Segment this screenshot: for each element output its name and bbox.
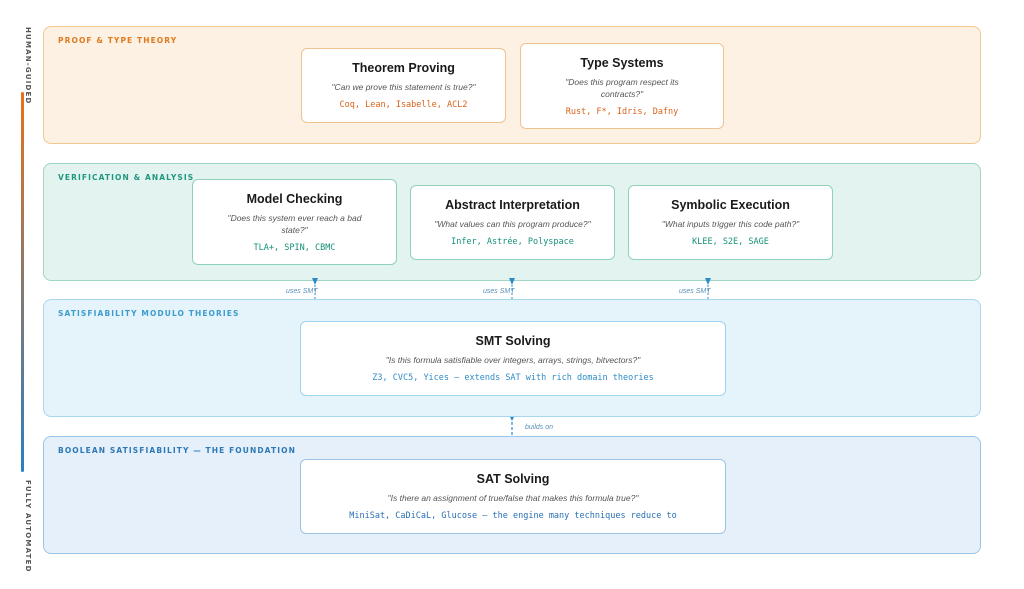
layer-title-proof: PROOF & TYPE THEORY xyxy=(58,36,178,45)
card-tools: TLA+, SPIN, CBMC xyxy=(253,243,336,253)
uses-smt-label: uses SMT xyxy=(483,288,515,295)
layer-title-sat: BOOLEAN SATISFIABILITY — THE FOUNDATION xyxy=(58,446,296,455)
card-question: "Can we prove this statement is true?" xyxy=(331,82,476,92)
card-tools: Z3, CVC5, Yices — extends SAT with rich … xyxy=(372,373,654,383)
layer-title-smt: SATISFIABILITY MODULO THEORIES xyxy=(58,309,240,318)
card-abstract-interpretation: Abstract Interpretation "What values can… xyxy=(410,185,615,260)
card-symbolic-execution: Symbolic Execution "What inputs trigger … xyxy=(628,185,833,260)
card-title: Abstract Interpretation xyxy=(445,198,580,212)
arrow-head xyxy=(509,278,515,285)
card-title: Type Systems xyxy=(580,56,664,70)
layer-title-verification: VERIFICATION & ANALYSIS xyxy=(58,173,195,182)
proof-type-theory-layer: PROOF & TYPE THEORY Theorem Proving "Can… xyxy=(43,26,981,144)
card-question: "Does this system ever reach a bad state… xyxy=(227,213,362,235)
card-question: "Is there an assignment of true/false th… xyxy=(387,493,639,503)
card-tools: Coq, Lean, Isabelle, ACL2 xyxy=(339,100,468,110)
smt-layer: SATISFIABILITY MODULO THEORIES SMT Solvi… xyxy=(43,299,981,417)
card-question: "Does this program respect its contracts… xyxy=(565,77,679,99)
sat-layer: BOOLEAN SATISFIABILITY — THE FOUNDATION … xyxy=(43,436,981,554)
card-tools: MiniSat, CaDiCaL, Glucose — the engine m… xyxy=(349,511,677,521)
card-title: Model Checking xyxy=(246,192,343,206)
card-tools: Rust, F*, Idris, Dafny xyxy=(565,107,679,117)
card-type-systems: Type Systems "Does this program respect … xyxy=(520,43,724,129)
card-model-checking: Model Checking "Does this system ever re… xyxy=(192,179,397,265)
card-title: SMT Solving xyxy=(475,334,551,348)
card-title: Symbolic Execution xyxy=(671,198,790,212)
card-question: "What values can this program produce?" xyxy=(434,219,591,229)
card-tools: KLEE, S2E, SAGE xyxy=(692,237,769,247)
card-smt-solving: SMT Solving "Is this formula satisfiable… xyxy=(300,321,726,396)
card-sat-solving: SAT Solving "Is there an assignment of t… xyxy=(300,459,726,534)
card-question: "What inputs trigger this code path?" xyxy=(661,219,800,229)
card-tools: Infer, Astrée, Polyspace xyxy=(451,237,574,247)
uses-smt-label: uses SMT xyxy=(679,288,711,295)
human-guided-label: HUMAN-GUIDED xyxy=(24,27,32,105)
verification-analysis-layer: VERIFICATION & ANALYSIS Model Checking "… xyxy=(43,163,981,281)
card-question: "Is this formula satisfiable over intege… xyxy=(385,355,641,365)
card-theorem-proving: Theorem Proving "Can we prove this state… xyxy=(301,48,506,123)
card-title: Theorem Proving xyxy=(352,61,455,75)
fully-automated-label: FULLY AUTOMATED xyxy=(24,480,32,573)
builds-on-label: builds on xyxy=(525,424,554,431)
card-title: SAT Solving xyxy=(476,472,550,486)
uses-smt-label: uses SMT xyxy=(286,288,318,295)
automation-gradient-bar xyxy=(21,92,24,472)
arrow-head xyxy=(705,278,711,285)
arrow-head xyxy=(312,278,318,285)
